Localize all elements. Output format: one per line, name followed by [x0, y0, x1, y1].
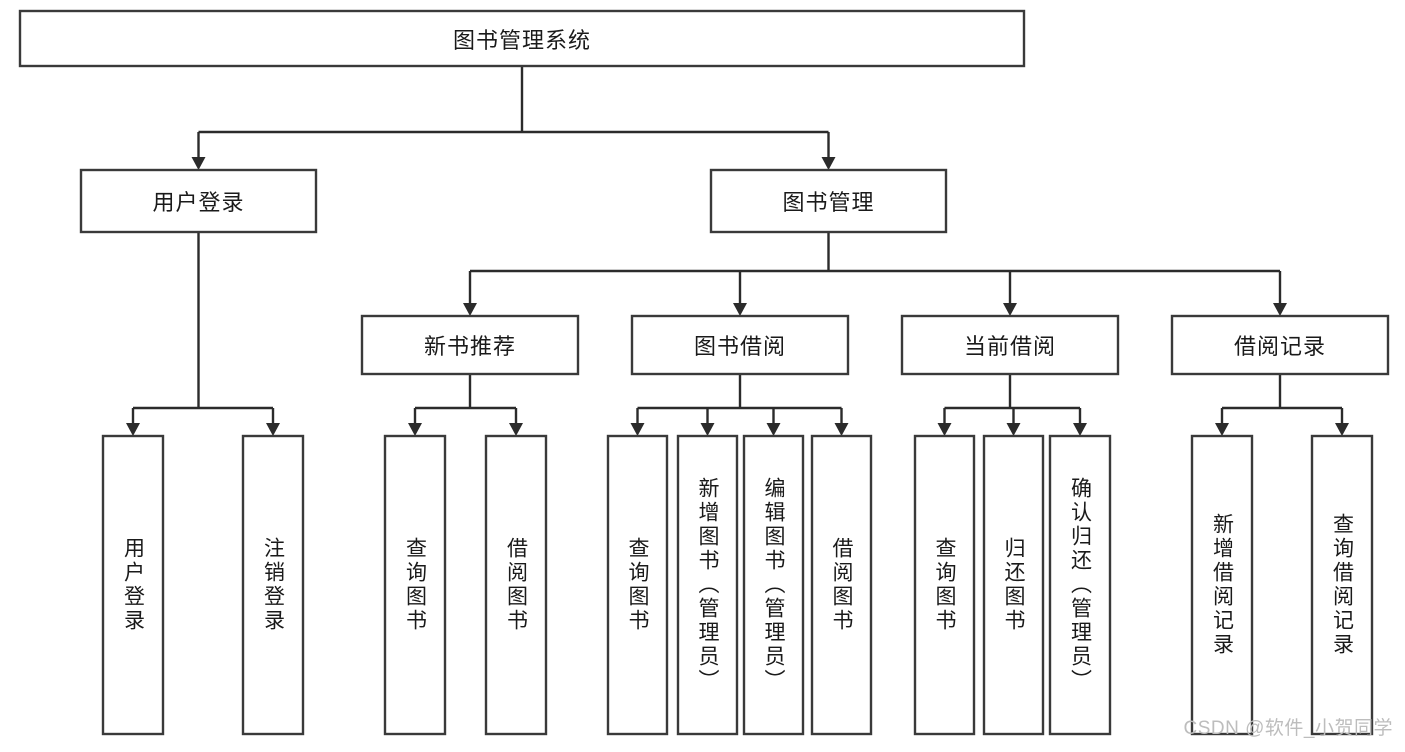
node-box-leaf-query-book-borrow[interactable]: [606, 434, 669, 736]
edge-current-borrow-to-leaf-query-book-current-arrowhead: [937, 423, 952, 436]
edge-book-management-to-book-borrow-arrowhead: [733, 303, 747, 316]
edge-root-to-user-login-arrowhead: [191, 157, 206, 170]
edge-new-book-recommend-to-leaf-query-book-rec-arrowhead: [408, 423, 422, 436]
edge-new-book-recommend-to-leaf-borrow-book-rec-arrowhead: [509, 423, 523, 436]
edge-root-to-book-management-arrowhead: [821, 157, 836, 170]
edge-user-login-to-leaf-user-login-arrowhead: [126, 423, 140, 436]
edge-book-borrow-to-leaf-add-book-admin-arrowhead: [700, 423, 715, 436]
node-box-book-borrow[interactable]: [630, 314, 850, 376]
edge-book-borrow-to-leaf-query-book-borrow-arrowhead: [630, 423, 645, 436]
edge-book-management-to-current-borrow-arrowhead: [1003, 303, 1017, 316]
node-box-book-management[interactable]: [709, 168, 948, 234]
node-box-leaf-query-borrow-record[interactable]: [1310, 434, 1374, 736]
edge-borrow-record-to-leaf-query-borrow-record-arrowhead: [1335, 423, 1349, 436]
node-box-user-login[interactable]: [79, 168, 318, 234]
node-box-leaf-borrow-book[interactable]: [810, 434, 873, 736]
edge-current-borrow-to-leaf-return-book-arrowhead: [1006, 423, 1021, 436]
node-box-leaf-logout[interactable]: [241, 434, 305, 736]
edge-book-borrow-to-leaf-borrow-book-arrowhead: [834, 423, 849, 436]
node-box-leaf-query-book-rec[interactable]: [383, 434, 447, 736]
node-box-leaf-add-borrow-record[interactable]: [1190, 434, 1254, 736]
edges-layer: [126, 66, 1349, 436]
edge-book-borrow-to-leaf-edit-book-admin-arrowhead: [766, 423, 781, 436]
edge-book-management-to-borrow-record-arrowhead: [1273, 303, 1287, 316]
edge-user-login-to-leaf-logout-arrowhead: [266, 423, 280, 436]
node-box-leaf-edit-book-admin[interactable]: [742, 434, 805, 736]
node-box-leaf-confirm-return-admin[interactable]: [1048, 434, 1112, 736]
edge-borrow-record-to-leaf-add-borrow-record-arrowhead: [1215, 423, 1229, 436]
boxes-layer: [18, 9, 1390, 736]
node-box-root[interactable]: [18, 9, 1026, 68]
edge-current-borrow-to-leaf-confirm-return-admin-arrowhead: [1073, 423, 1087, 436]
node-box-borrow-record[interactable]: [1170, 314, 1390, 376]
edge-book-management-to-new-book-recommend-arrowhead: [463, 303, 477, 316]
node-box-leaf-query-book-current[interactable]: [913, 434, 976, 736]
node-box-new-book-recommend[interactable]: [360, 314, 580, 376]
node-box-leaf-return-book[interactable]: [982, 434, 1045, 736]
node-box-leaf-add-book-admin[interactable]: [676, 434, 739, 736]
node-box-leaf-borrow-book-rec[interactable]: [484, 434, 548, 736]
node-box-leaf-user-login[interactable]: [101, 434, 165, 736]
node-box-current-borrow[interactable]: [900, 314, 1120, 376]
